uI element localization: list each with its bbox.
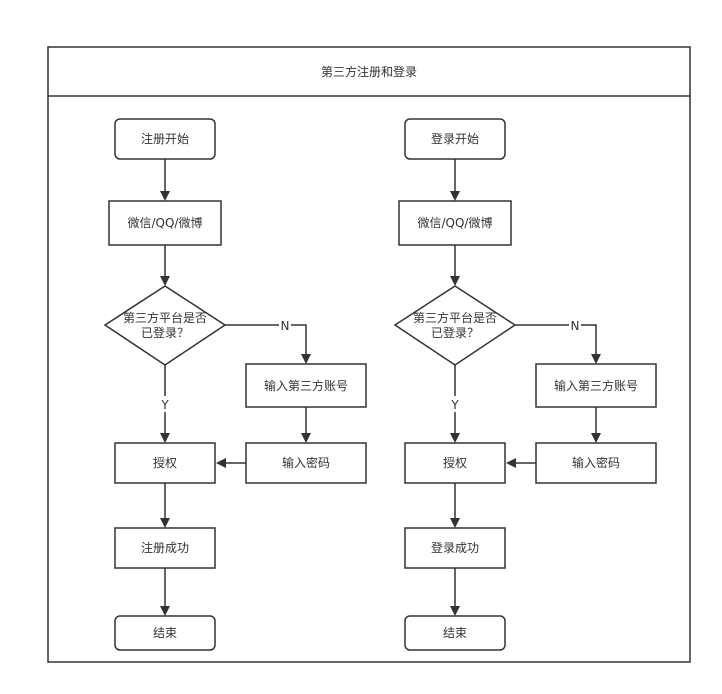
decision-no-label: N — [281, 319, 290, 333]
platform-node — [108, 200, 222, 246]
end-node — [404, 615, 506, 651]
arrowhead — [160, 606, 170, 616]
edge-label-bg — [159, 396, 171, 412]
edge-label-bg — [279, 318, 291, 332]
arrowhead — [506, 458, 516, 468]
input-password-label: 输入密码 — [572, 455, 620, 470]
start-node — [404, 118, 506, 160]
input-password-label: 输入密码 — [282, 455, 330, 470]
arrowhead — [450, 433, 460, 443]
edge-label-bg — [569, 318, 581, 332]
arrowhead — [450, 518, 460, 528]
decision-line2: 已登录？ — [141, 325, 189, 340]
arrowhead — [450, 606, 460, 616]
end-node — [114, 615, 216, 651]
decision-node — [393, 285, 517, 366]
arrowhead — [160, 433, 170, 443]
success-label: 登录成功 — [431, 540, 479, 555]
register-flow: N Y 注册开始 微信/QQ/微博 第三方平台是否 已登录？ 输入第三方账号 输… — [103, 118, 367, 651]
success-node — [404, 527, 506, 569]
arrowhead — [160, 518, 170, 528]
success-node — [114, 527, 216, 569]
arrowhead — [591, 354, 601, 364]
end-label: 结束 — [443, 626, 467, 640]
arrowhead — [450, 276, 460, 286]
start-node-label: 登录开始 — [431, 131, 479, 146]
input-account-label: 输入第三方账号 — [264, 378, 348, 393]
arrowhead — [301, 433, 311, 443]
decision-line2: 已登录？ — [431, 325, 479, 340]
login-flow: N Y 登录开始 微信/QQ/微博 第三方平台是否 已登录？ 输入第三方账号 输… — [393, 118, 657, 651]
arrowhead — [160, 276, 170, 286]
start-node — [114, 118, 216, 160]
arrowhead — [450, 191, 460, 201]
decision-yes-label: Y — [450, 398, 459, 412]
authorize-node — [114, 442, 216, 484]
authorize-label: 授权 — [153, 455, 177, 470]
diagram-title: 第三方注册和登录 — [321, 64, 417, 79]
platform-node — [398, 200, 512, 246]
platform-node-label: 微信/QQ/微博 — [418, 215, 493, 230]
arrowhead — [160, 191, 170, 201]
arrowhead — [301, 354, 311, 364]
start-node-label: 注册开始 — [141, 131, 189, 146]
edge-decision-no — [515, 324, 597, 354]
decision-node — [103, 285, 227, 366]
edge-label-bg — [449, 396, 461, 412]
success-label: 注册成功 — [141, 540, 189, 555]
input-password-node — [535, 442, 657, 484]
input-account-node — [535, 363, 657, 408]
end-label: 结束 — [153, 626, 177, 640]
input-account-node — [245, 363, 367, 408]
platform-node-label: 微信/QQ/微博 — [128, 215, 203, 230]
authorize-node — [404, 442, 506, 484]
arrowhead — [216, 458, 226, 468]
decision-no-label: N — [571, 319, 580, 333]
input-account-label: 输入第三方账号 — [554, 378, 638, 393]
authorize-label: 授权 — [443, 455, 467, 470]
arrowhead — [591, 433, 601, 443]
decision-line1: 第三方平台是否 — [123, 310, 207, 325]
decision-yes-label: Y — [160, 398, 169, 412]
edge-decision-no — [225, 324, 307, 354]
decision-line1: 第三方平台是否 — [413, 310, 497, 325]
input-password-node — [245, 442, 367, 484]
